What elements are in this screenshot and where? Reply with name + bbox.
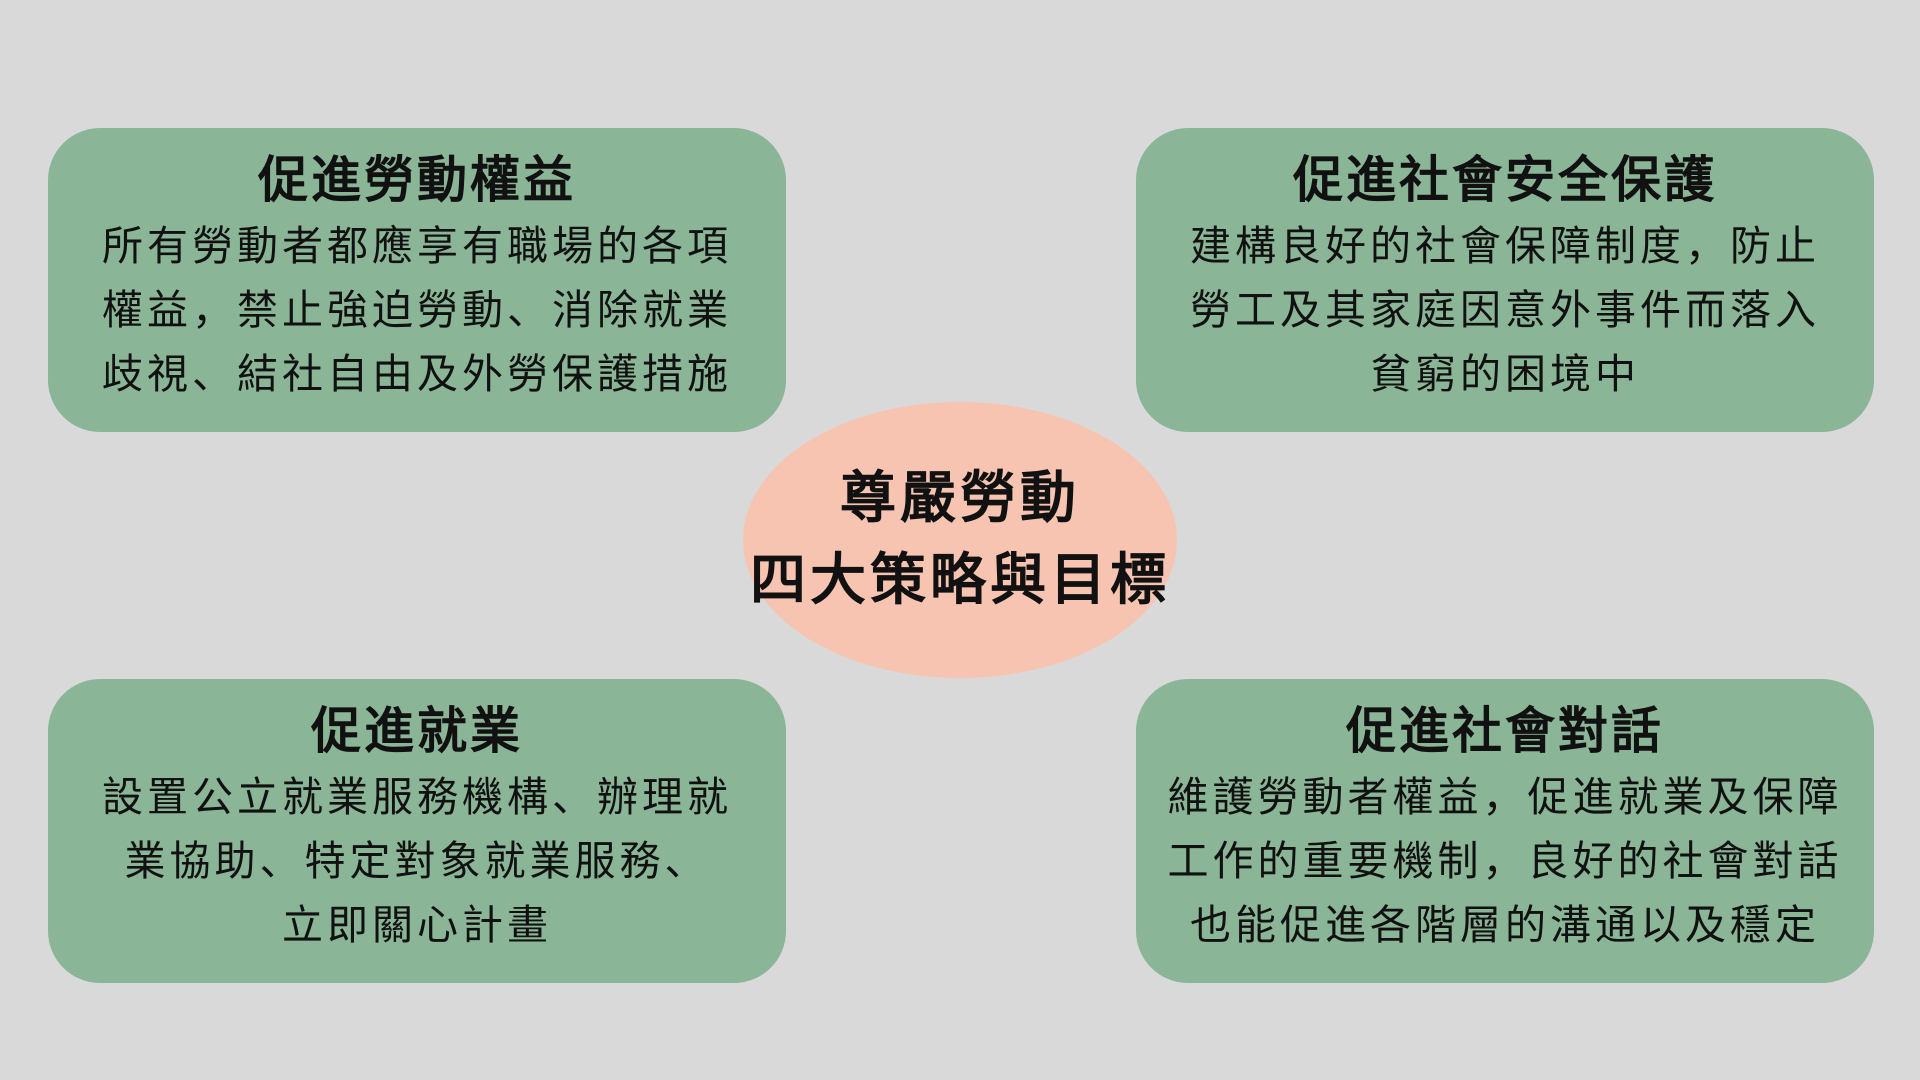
strategy-box-social-security: 促進社會安全保護 建構良好的社會保障制度，防止 勞工及其家庭因意外事件而落入 貧… xyxy=(1136,128,1874,432)
box-description-line: 勞工及其家庭因意外事件而落入 xyxy=(1190,286,1820,334)
box-description-line: 業協助、特定對象就業服務、 xyxy=(124,837,710,885)
box-description-line: 權益，禁止強迫勞動、消除就業 xyxy=(102,286,732,334)
box-description-line: 所有勞動者都應享有職場的各項 xyxy=(102,222,732,270)
box-description-line: 建構良好的社會保障制度，防止 xyxy=(1190,222,1820,270)
box-description-line: 設置公立就業服務機構、辦理就 xyxy=(102,773,732,821)
box-title: 促進勞動權益 xyxy=(258,151,576,209)
box-description: 設置公立就業服務機構、辦理就 業協助、特定對象就業服務、 立即關心計畫 xyxy=(78,765,756,957)
box-description-line: 工作的重要機制，良好的社會對話 xyxy=(1167,837,1843,885)
box-description-line: 歧視、結社自由及外勞保護措施 xyxy=(102,350,732,398)
center-subtitle: 四大策略與目標 xyxy=(750,548,1170,613)
center-title: 尊嚴勞動 xyxy=(840,466,1080,531)
box-title: 促進就業 xyxy=(311,702,523,760)
box-description: 建構良好的社會保障制度，防止 勞工及其家庭因意外事件而落入 貧窮的困境中 xyxy=(1166,214,1844,406)
box-description-line: 立即關心計畫 xyxy=(282,901,552,949)
box-title: 促進社會對話 xyxy=(1346,702,1664,760)
strategy-box-labor-rights: 促進勞動權益 所有勞動者都應享有職場的各項 權益，禁止強迫勞動、消除就業 歧視、… xyxy=(48,128,786,432)
strategy-box-social-dialogue: 促進社會對話 維護勞動者權益，促進就業及保障 工作的重要機制，良好的社會對話 也… xyxy=(1136,679,1874,983)
box-title: 促進社會安全保護 xyxy=(1293,151,1717,209)
box-description-line: 也能促進各階層的溝通以及穩定 xyxy=(1190,901,1820,949)
box-description-line: 維護勞動者權益，促進就業及保障 xyxy=(1167,773,1843,821)
box-description: 所有勞動者都應享有職場的各項 權益，禁止強迫勞動、消除就業 歧視、結社自由及外勞… xyxy=(78,214,756,406)
box-description-line: 貧窮的困境中 xyxy=(1370,350,1640,398)
box-description: 維護勞動者權益，促進就業及保障 工作的重要機制，良好的社會對話 也能促進各階層的… xyxy=(1166,765,1844,957)
center-hub: 尊嚴勞動 四大策略與目標 xyxy=(743,402,1177,678)
strategy-box-employment: 促進就業 設置公立就業服務機構、辦理就 業協助、特定對象就業服務、 立即關心計畫 xyxy=(48,679,786,983)
